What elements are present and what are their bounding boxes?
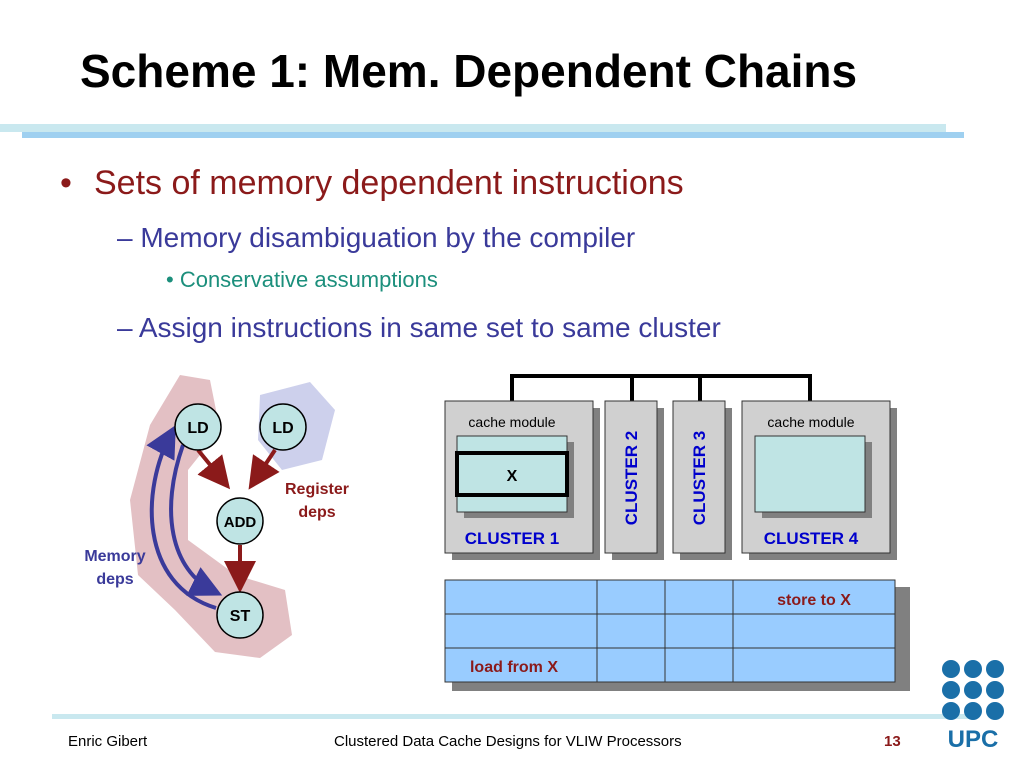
node-st-label: ST xyxy=(230,608,251,625)
cluster-4-cache-label: cache module xyxy=(767,414,854,430)
mem-dep-arrow-2 xyxy=(146,424,217,610)
bullet-level1: • Sets of memory dependent instructions xyxy=(60,164,684,203)
cluster-1-x-entry xyxy=(455,451,569,497)
cluster-2-label: CLUSTER 2 xyxy=(622,431,641,525)
footer-talk-title: Clustered Data Cache Designs for VLIW Pr… xyxy=(334,733,682,750)
title-rule-accent xyxy=(22,132,964,138)
memory-deps-label-1: Memory xyxy=(84,548,145,565)
schedule-table xyxy=(444,579,896,683)
node-add-label: ADD xyxy=(224,514,257,531)
mem-dep-arrow-1 xyxy=(169,444,223,596)
cluster-3-box xyxy=(672,400,726,554)
reg-dep-arrow-1 xyxy=(196,448,231,490)
cluster-1-label: CLUSTER 1 xyxy=(465,529,559,548)
footer-rule xyxy=(52,714,972,719)
upc-logo-dots xyxy=(942,660,1004,720)
interconnect-bus xyxy=(510,374,812,401)
footer-page-number: 13 xyxy=(884,733,901,750)
footer-author: Enric Gibert xyxy=(68,733,148,750)
cluster-3-label: CLUSTER 3 xyxy=(690,431,709,525)
cluster-4-label: CLUSTER 4 xyxy=(764,529,859,548)
cluster-1-x-label: X xyxy=(507,468,518,485)
title-rule xyxy=(0,124,946,132)
store-to-x-label: store to X xyxy=(777,592,851,609)
bullet-level2a-text: Memory disambiguation by the compiler xyxy=(140,222,636,253)
memory-deps-label-2: deps xyxy=(96,571,133,588)
slide-title: Scheme 1: Mem. Dependent Chains xyxy=(80,45,858,97)
node-st xyxy=(216,591,264,639)
bullet-level3-text: Conservative assumptions xyxy=(179,267,438,292)
bullet-level2a: – Memory disambiguation by the compiler xyxy=(117,222,636,253)
bullet-dot: • xyxy=(60,164,72,202)
node-ld-2-label: LD xyxy=(272,420,293,437)
upc-logo: UPC xyxy=(942,660,1004,750)
cluster-1-cache-label: cache module xyxy=(468,414,555,430)
cluster-2-box xyxy=(604,400,658,554)
cluster-4-cache xyxy=(754,435,866,513)
clusters-diagram: cache module X CLUSTER 1 CLUSTER 2 CLUST… xyxy=(444,374,910,691)
bullet-level2b-text: Assign instructions in same set to same … xyxy=(138,312,721,343)
node-ld-1-label: LD xyxy=(187,420,208,437)
bullet-level1-text: Sets of memory dependent instructions xyxy=(94,164,684,202)
upc-logo-text: UPC xyxy=(948,726,999,750)
register-deps-label-1: Register xyxy=(285,481,349,498)
reg-dep-arrow-2 xyxy=(248,448,280,490)
load-from-x-label: load from X xyxy=(470,659,558,676)
register-deps-label-2: deps xyxy=(298,504,335,521)
bullet-level3: • Conservative assumptions xyxy=(166,267,438,292)
node-add xyxy=(216,497,264,545)
dependence-graph: LD LD ADD ST Register deps Memory deps xyxy=(84,375,349,658)
node-ld-2 xyxy=(259,403,307,451)
node-ld-1 xyxy=(174,403,222,451)
bullet-level2b: – Assign instructions in same set to sam… xyxy=(117,312,721,343)
